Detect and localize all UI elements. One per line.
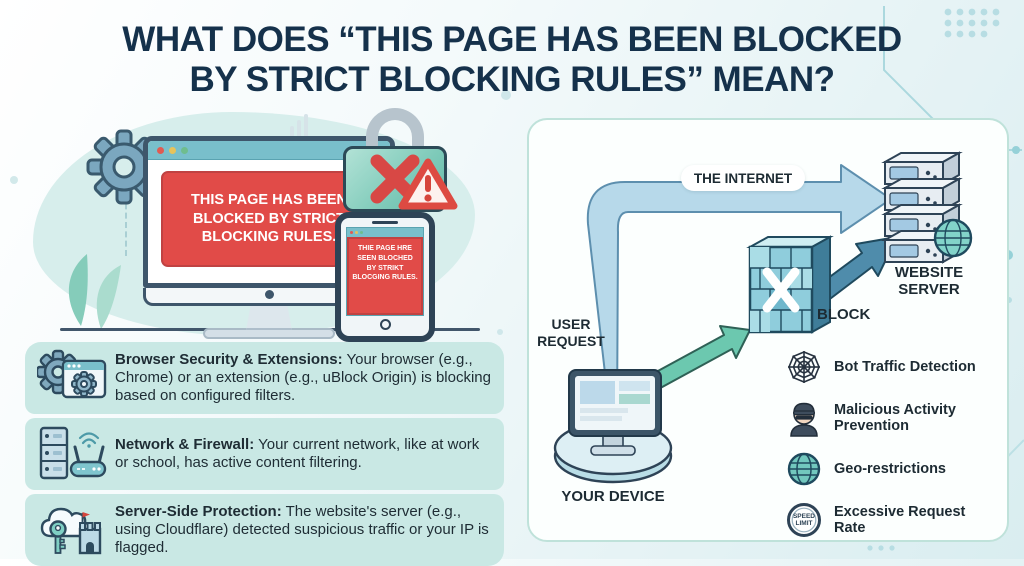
reason-title: Network & Firewall:	[115, 435, 255, 453]
reason-row-network: Network & Firewall: Your current network…	[25, 418, 504, 490]
window-dot-yellow	[169, 146, 176, 154]
window-dot-red	[350, 231, 353, 234]
reason-title: Server-Side Protection:	[115, 502, 282, 520]
dashed-line-decoration	[125, 194, 127, 256]
your-device-label: YOUR DEVICE	[561, 488, 665, 505]
list-item-geo-restrictions: Geo-restrictions	[785, 450, 999, 488]
hacker-icon	[785, 399, 823, 437]
reason-body: Your current network, like at work or sc…	[115, 435, 480, 471]
flow-diagram	[553, 151, 973, 484]
phone-home-button	[379, 319, 391, 330]
list-item-bot-traffic: Bot Traffic Detection	[785, 348, 999, 386]
network-firewall-icon	[31, 425, 115, 483]
speed-limit-icon: SPEED LIMIT	[785, 501, 823, 539]
reason-body: The website's server (e.g., using Cloudf…	[115, 502, 489, 557]
website-server-label: WEBSITE SERVER	[894, 264, 964, 299]
monitor-stand	[246, 306, 292, 330]
reason-text: Network & Firewall: Your current network…	[115, 436, 494, 473]
page-title: WHAT DOES “THIS PAGE HAS BEEN BLOCKED BY…	[0, 20, 1024, 99]
browser-header	[148, 141, 390, 160]
list-item-label: Malicious Activity Prevention	[834, 401, 956, 434]
camera-dot	[264, 290, 274, 299]
list-item-excessive-requests: SPEED LIMIT Excessive Request Rate	[785, 501, 999, 539]
list-item-label: Bot Traffic Detection	[834, 358, 976, 375]
list-item-label: Excessive Request Rate	[834, 503, 966, 536]
window-dot-green	[360, 231, 363, 234]
server-protection-icon	[31, 501, 115, 559]
server-globe-icon	[933, 218, 973, 258]
server-reasons-list: Bot Traffic Detection Malicious Activity…	[785, 348, 999, 539]
warning-triangle-icon	[397, 156, 459, 219]
blocked-phone: THIE PAGE HRE SEEN BLOCHED BY STRIKT BLO…	[335, 212, 435, 342]
globe-icon	[785, 450, 823, 488]
reasons-list: Browser Security & Extensions: Your brow…	[25, 342, 504, 566]
block-x-icon	[762, 267, 800, 313]
spider-web-icon	[785, 348, 823, 386]
window-dot-red	[157, 146, 164, 154]
reason-text: Browser Security & Extensions: Your brow…	[115, 351, 494, 406]
phone-screen: THIE PAGE HRE SEEN BLOCHED BY STRIKT BLO…	[346, 227, 424, 316]
reason-title: Browser Security & Extensions:	[115, 350, 343, 368]
signal-bars-decoration	[290, 114, 308, 138]
speed-limit-badge-text: SPEED LIMIT	[792, 512, 816, 527]
phone-speaker	[372, 221, 398, 224]
reason-row-server: Server-Side Protection: The website's se…	[25, 494, 504, 566]
phone-blocked-message: THIE PAGE HRE SEEN BLOCHED BY STRIKT BLO…	[347, 237, 423, 315]
reason-body: Your browser (e.g., Chrome) or an extens…	[115, 350, 491, 405]
window-dot-yellow	[355, 231, 358, 234]
reason-row-browser: Browser Security & Extensions: Your brow…	[25, 342, 504, 414]
block-label: BLOCK	[817, 306, 871, 323]
phone-browser-header	[347, 228, 423, 237]
page-title-line2: BY STRICT BLOCKING RULES” MEAN?	[189, 59, 835, 99]
website-server-icon	[881, 151, 973, 264]
request-flow-panel: THE INTERNET USER REQUEST BLOCK WEBSITE …	[527, 118, 1009, 542]
window-dot-green	[181, 146, 188, 154]
page-title-line1: WHAT DOES “THIS PAGE HAS BEEN BLOCKED	[122, 20, 902, 59]
user-device-icon	[553, 369, 673, 484]
list-item-label: Geo-restrictions	[834, 460, 946, 477]
blocked-page-illustration: THIS PAGE HAS BEEN BLOCKED BY STRICT BLO…	[25, 108, 505, 343]
leaf-decoration	[55, 228, 151, 337]
the-internet-label: THE INTERNET	[681, 165, 805, 191]
user-request-label: USER REQUEST	[537, 316, 605, 349]
list-item-malicious-activity: Malicious Activity Prevention	[785, 399, 999, 437]
reason-text: Server-Side Protection: The website's se…	[115, 503, 494, 558]
firewall-icon	[746, 235, 834, 334]
browser-extensions-icon	[31, 349, 115, 407]
